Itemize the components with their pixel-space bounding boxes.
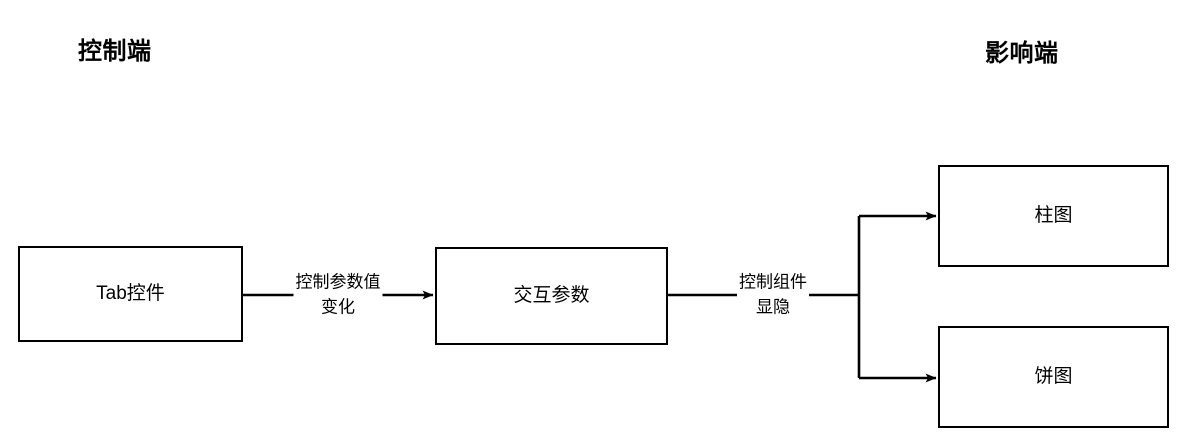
edge-label-control-component-visibility-line2: 显隐: [756, 297, 790, 316]
edge-label-control-param-change-line2: 变化: [321, 297, 355, 316]
node-bar-chart[interactable]: 柱图: [938, 165, 1169, 267]
edge-label-control-param-change: 控制参数值 变化: [293, 270, 383, 320]
section-title-affected-side: 影响端: [985, 40, 1059, 67]
node-bar-chart-label: 柱图: [1034, 204, 1073, 226]
node-tab-control-label: Tab控件: [96, 282, 165, 304]
section-title-control-side: 控制端: [78, 38, 152, 65]
node-pie-chart-label: 饼图: [1034, 365, 1073, 387]
edge-label-control-param-change-line1: 控制参数值: [295, 272, 381, 292]
node-interaction-param-label: 交互参数: [513, 284, 590, 306]
node-tab-control[interactable]: Tab控件: [18, 246, 243, 342]
edge-label-control-component-visibility: 控制组件 显隐: [737, 270, 809, 320]
edge-label-control-component-visibility-line1: 控制组件: [739, 272, 807, 292]
node-interaction-param[interactable]: 交互参数: [435, 247, 668, 345]
node-pie-chart[interactable]: 饼图: [938, 326, 1169, 428]
